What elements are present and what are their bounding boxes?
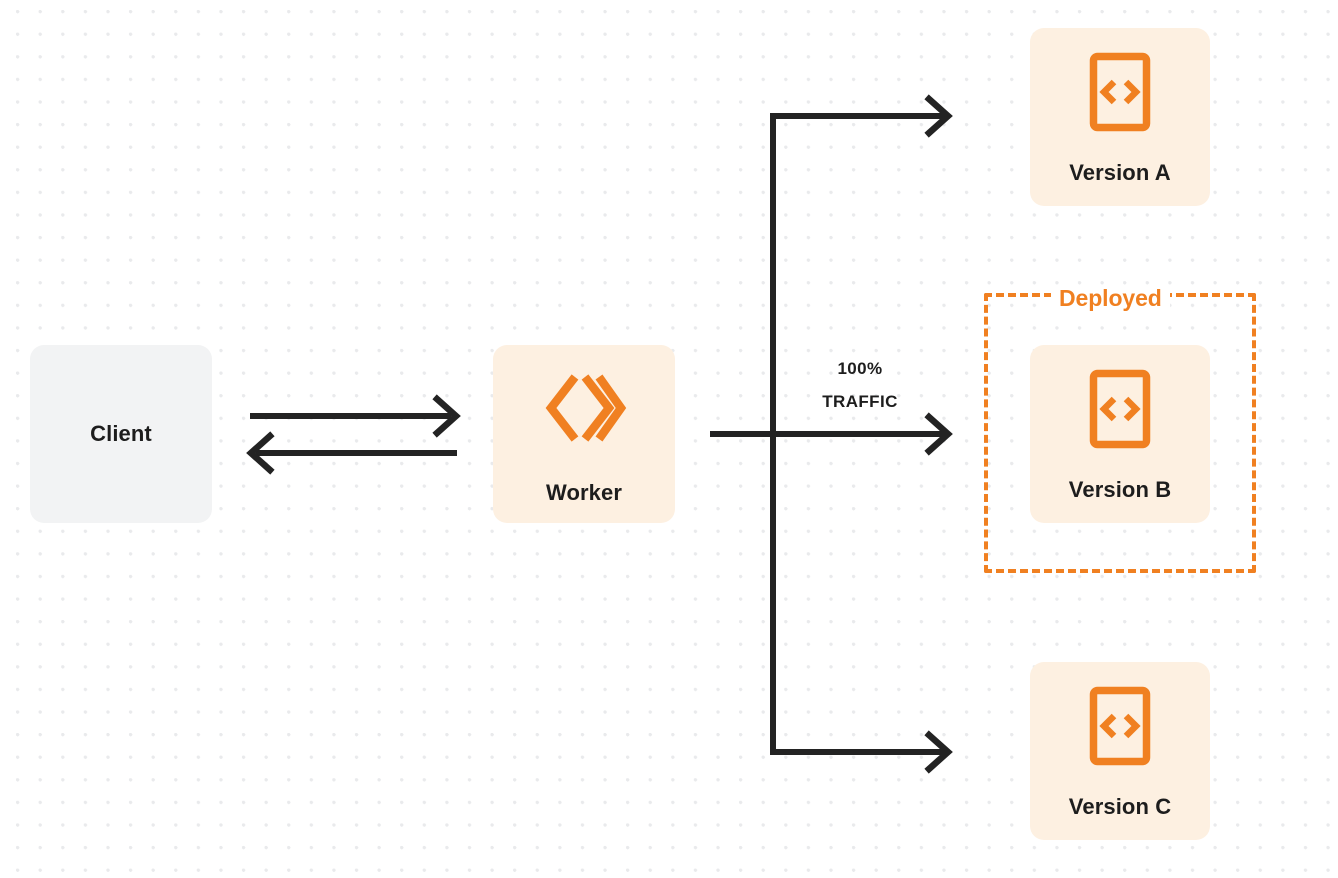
edge-trunk-to-version-c <box>770 730 953 774</box>
code-file-icon <box>1088 685 1152 772</box>
edge-trunk-to-version-a <box>770 94 953 138</box>
code-file-icon <box>1088 368 1152 455</box>
traffic-label: 100% TRAFFIC <box>790 352 930 418</box>
code-file-icon <box>1088 51 1152 138</box>
node-worker[interactable]: Worker <box>493 345 675 523</box>
traffic-word: TRAFFIC <box>822 392 898 412</box>
node-version-b[interactable]: Version B <box>1030 345 1210 523</box>
node-version-b-label: Version B <box>1068 476 1172 502</box>
node-version-a-label: Version A <box>1069 159 1171 185</box>
node-version-a[interactable]: Version A <box>1030 28 1210 206</box>
traffic-percent: 100% <box>837 359 883 378</box>
node-version-c-label: Version C <box>1068 793 1172 819</box>
edge-worker-to-client <box>246 431 457 475</box>
node-client[interactable]: Client <box>30 345 212 523</box>
cloudflare-workers-icon <box>541 365 627 456</box>
edge-trunk-to-version-b <box>770 412 953 456</box>
edge-client-to-worker <box>250 394 461 438</box>
deployed-group-label: Deployed <box>1051 285 1170 312</box>
node-worker-label: Worker <box>546 479 622 505</box>
node-client-label: Client <box>90 421 152 446</box>
node-version-c[interactable]: Version C <box>1030 662 1210 840</box>
